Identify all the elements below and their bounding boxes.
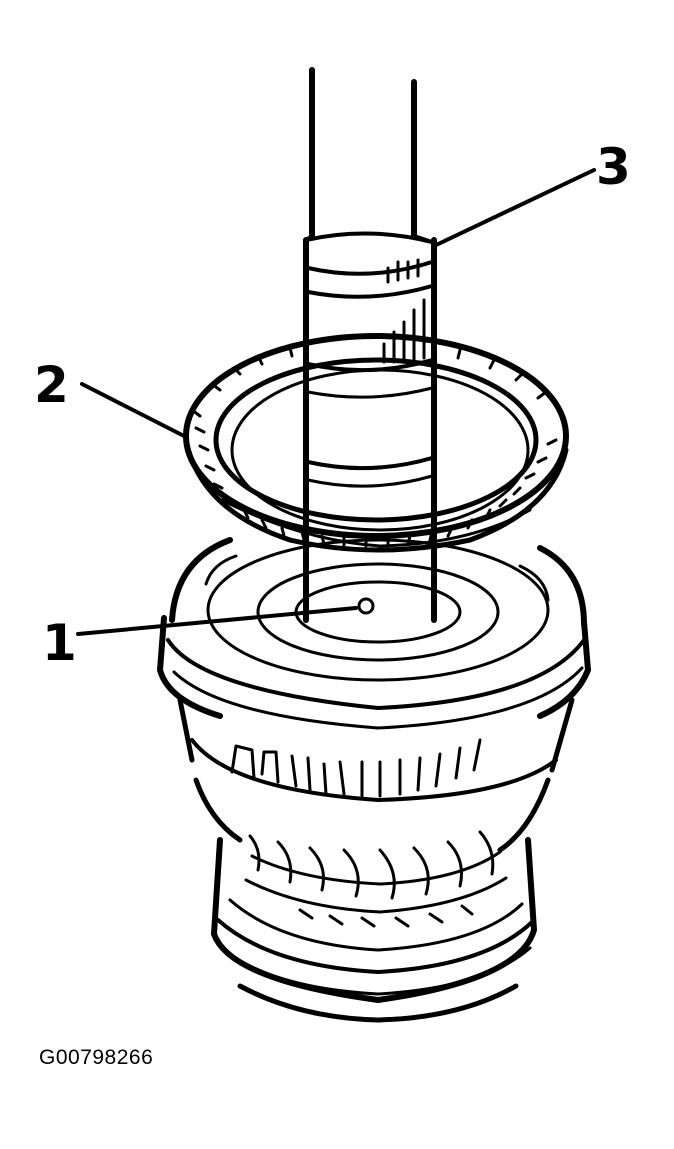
shaft	[303, 67, 437, 623]
leader-line-1	[76, 606, 358, 636]
callout-2: 2	[34, 356, 69, 414]
callout-3: 3	[596, 138, 631, 196]
gear-body	[157, 537, 591, 1023]
figure-id: G00798266	[39, 1046, 154, 1069]
leader-line-2	[80, 382, 186, 438]
leader-line-3	[432, 168, 596, 248]
leader-lines	[76, 168, 596, 636]
callout-1: 1	[42, 614, 77, 672]
